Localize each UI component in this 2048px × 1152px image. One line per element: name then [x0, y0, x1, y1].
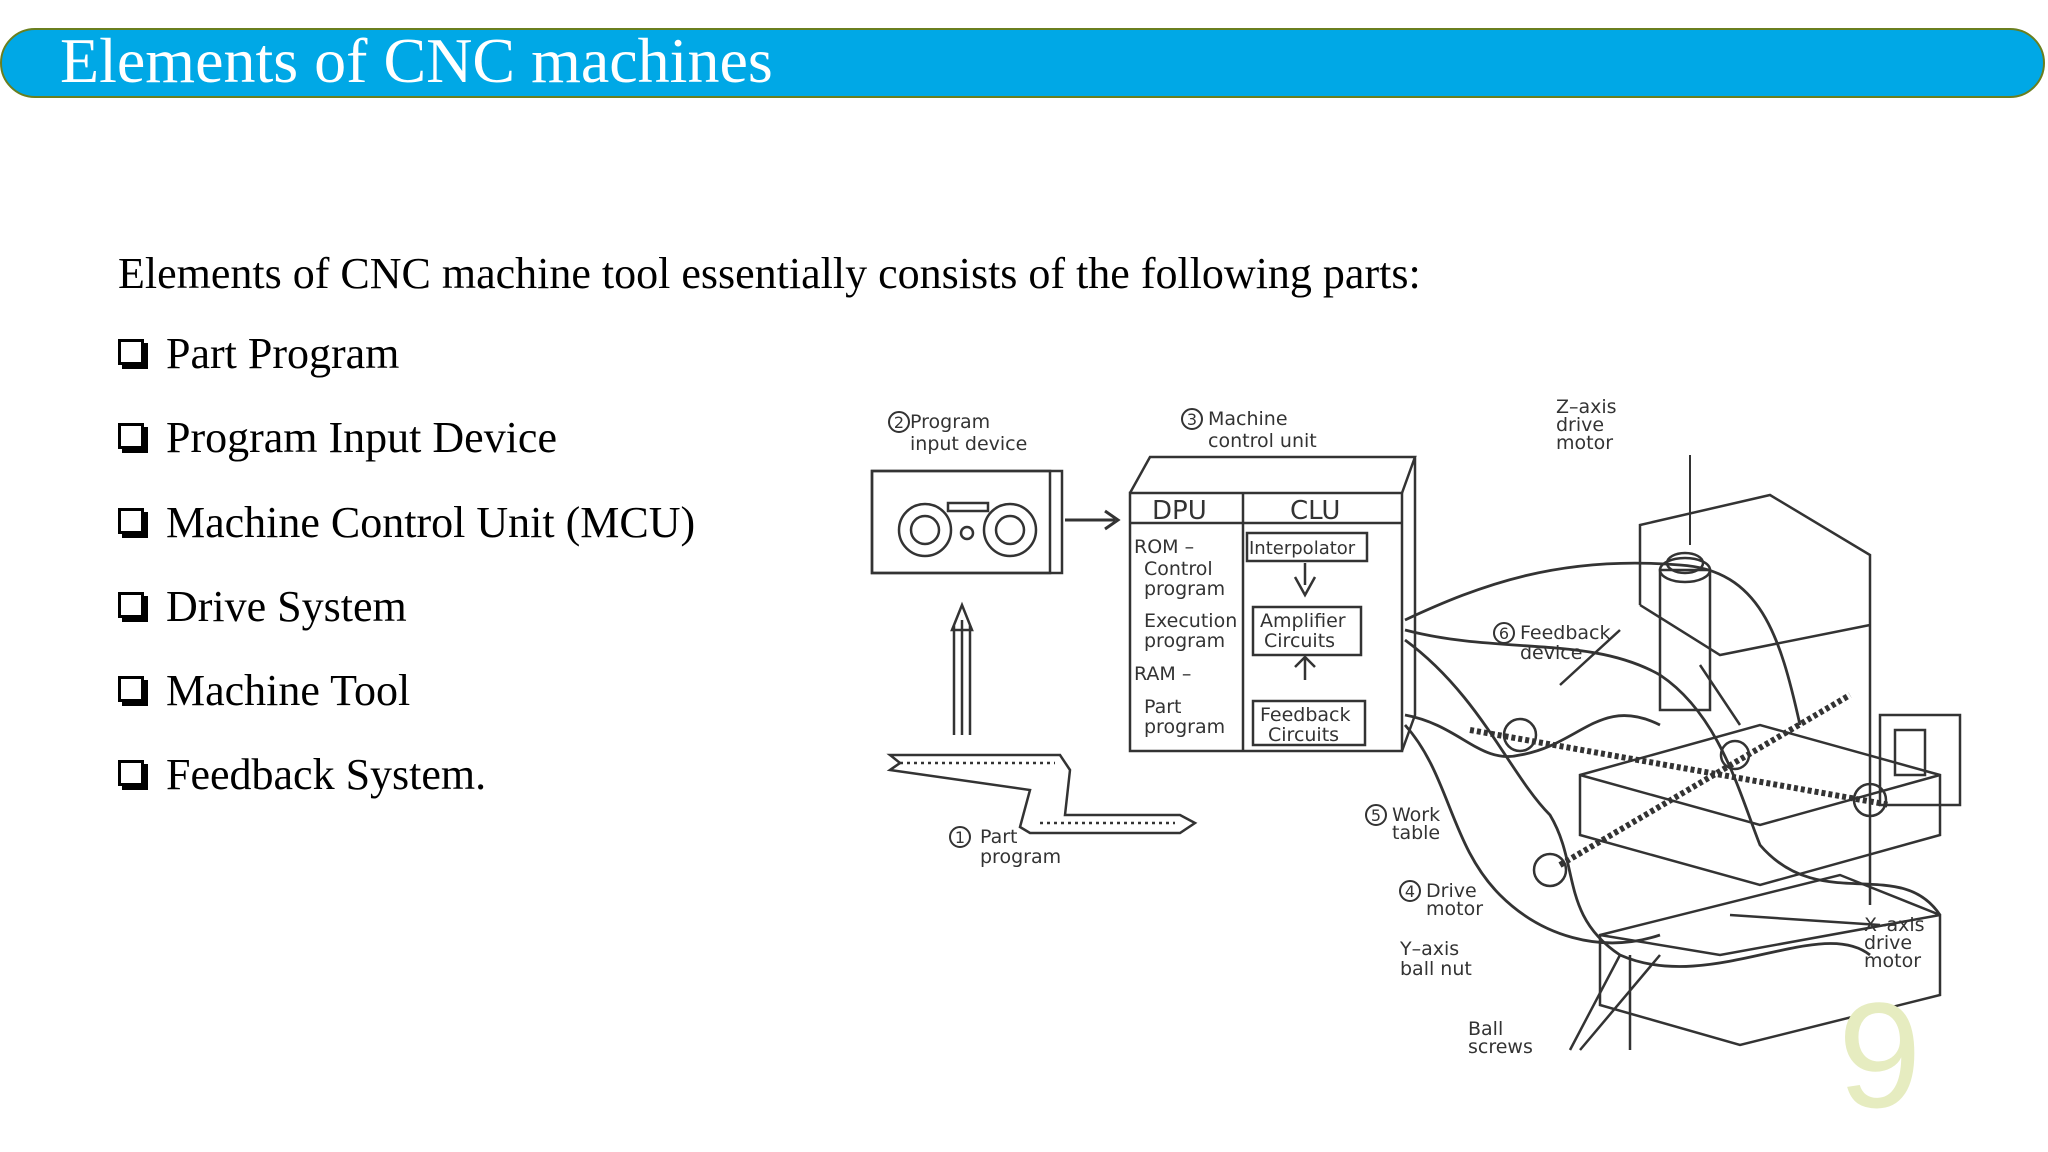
checkbox-bullet-icon: [118, 676, 144, 703]
number-1: 1: [955, 828, 965, 847]
bullet-item: Part Program: [118, 328, 695, 412]
number-6: 6: [1499, 624, 1509, 643]
program-input-device-drawing: [870, 469, 1064, 575]
number-5: 5: [1371, 806, 1381, 825]
mcu-drawing: [1128, 455, 1417, 753]
intro-text: Elements of CNC machine tool essentially…: [118, 249, 1421, 298]
wires-drawing: [1403, 561, 1942, 968]
checkbox-bullet-icon: [118, 591, 144, 618]
number-4: 4: [1405, 882, 1415, 901]
checkbox-bullet-icon: [118, 339, 144, 365]
slide-title: Elements of CNC machines: [60, 25, 773, 96]
dpu-label: DPU: [1152, 496, 1207, 526]
checkbox-bullet-icon: [118, 760, 144, 787]
bullet-item: Feedback System.: [118, 749, 695, 833]
number-3: 3: [1187, 410, 1197, 429]
interpolator-label: Interpolator: [1249, 538, 1356, 559]
checkbox-bullet-icon: [118, 423, 144, 450]
clu-label: CLU: [1290, 496, 1340, 526]
machine-tool-drawing: [1469, 455, 1962, 1051]
bullet-item: Machine Control Unit (MCU): [118, 497, 695, 581]
page-number: 9: [1838, 971, 1922, 1139]
checkbox-bullet-icon: [118, 507, 144, 534]
number-2: 2: [894, 413, 904, 432]
bullet-item: Program Input Device: [118, 412, 695, 496]
arrow-to-mcu: [1065, 509, 1121, 531]
bullet-item: Drive System: [118, 581, 695, 665]
ram-label: RAM –: [1134, 663, 1191, 685]
title-bar: [0, 28, 2045, 98]
rom-label: ROM –: [1134, 536, 1194, 558]
bullet-list: Part Program Program Input Device Machin…: [118, 328, 695, 834]
bullet-item: Machine Tool: [118, 665, 695, 749]
arrow-up: [950, 601, 974, 735]
punched-tape-drawing: [886, 753, 1198, 835]
